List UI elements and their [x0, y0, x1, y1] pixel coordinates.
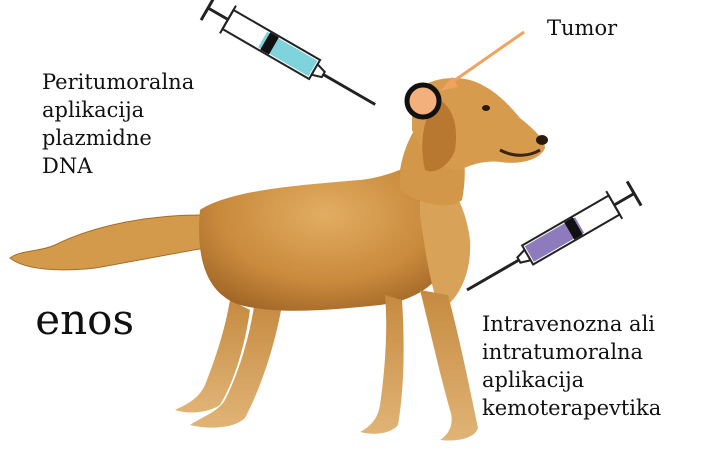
intravenous-line-2: intratumoralna: [482, 338, 661, 366]
tumor-label: Tumor: [547, 14, 617, 42]
intravenous-line-1: Intravenozna ali: [482, 310, 661, 338]
intravenous-line-3: aplikacija: [482, 366, 661, 394]
peritumoral-label: Peritumoralna aplikacija plazmidne DNA: [42, 68, 194, 180]
intravenous-line-4: kemoterapevtika: [482, 394, 661, 422]
peritumoral-line-4: DNA: [42, 152, 194, 180]
peritumoral-line-3: plazmidne: [42, 124, 194, 152]
syringe-bottom-icon: [459, 180, 642, 304]
tumor-marker: [407, 85, 439, 117]
syringe-top-icon: [200, 0, 383, 118]
tumor-arrow: [440, 32, 524, 91]
peritumoral-line-1: Peritumoralna: [42, 68, 194, 96]
partial-slide-text: enos: [0, 292, 134, 348]
peritumoral-line-2: aplikacija: [42, 96, 194, 124]
intravenous-label: Intravenozna ali intratumoralna aplikaci…: [482, 310, 661, 422]
